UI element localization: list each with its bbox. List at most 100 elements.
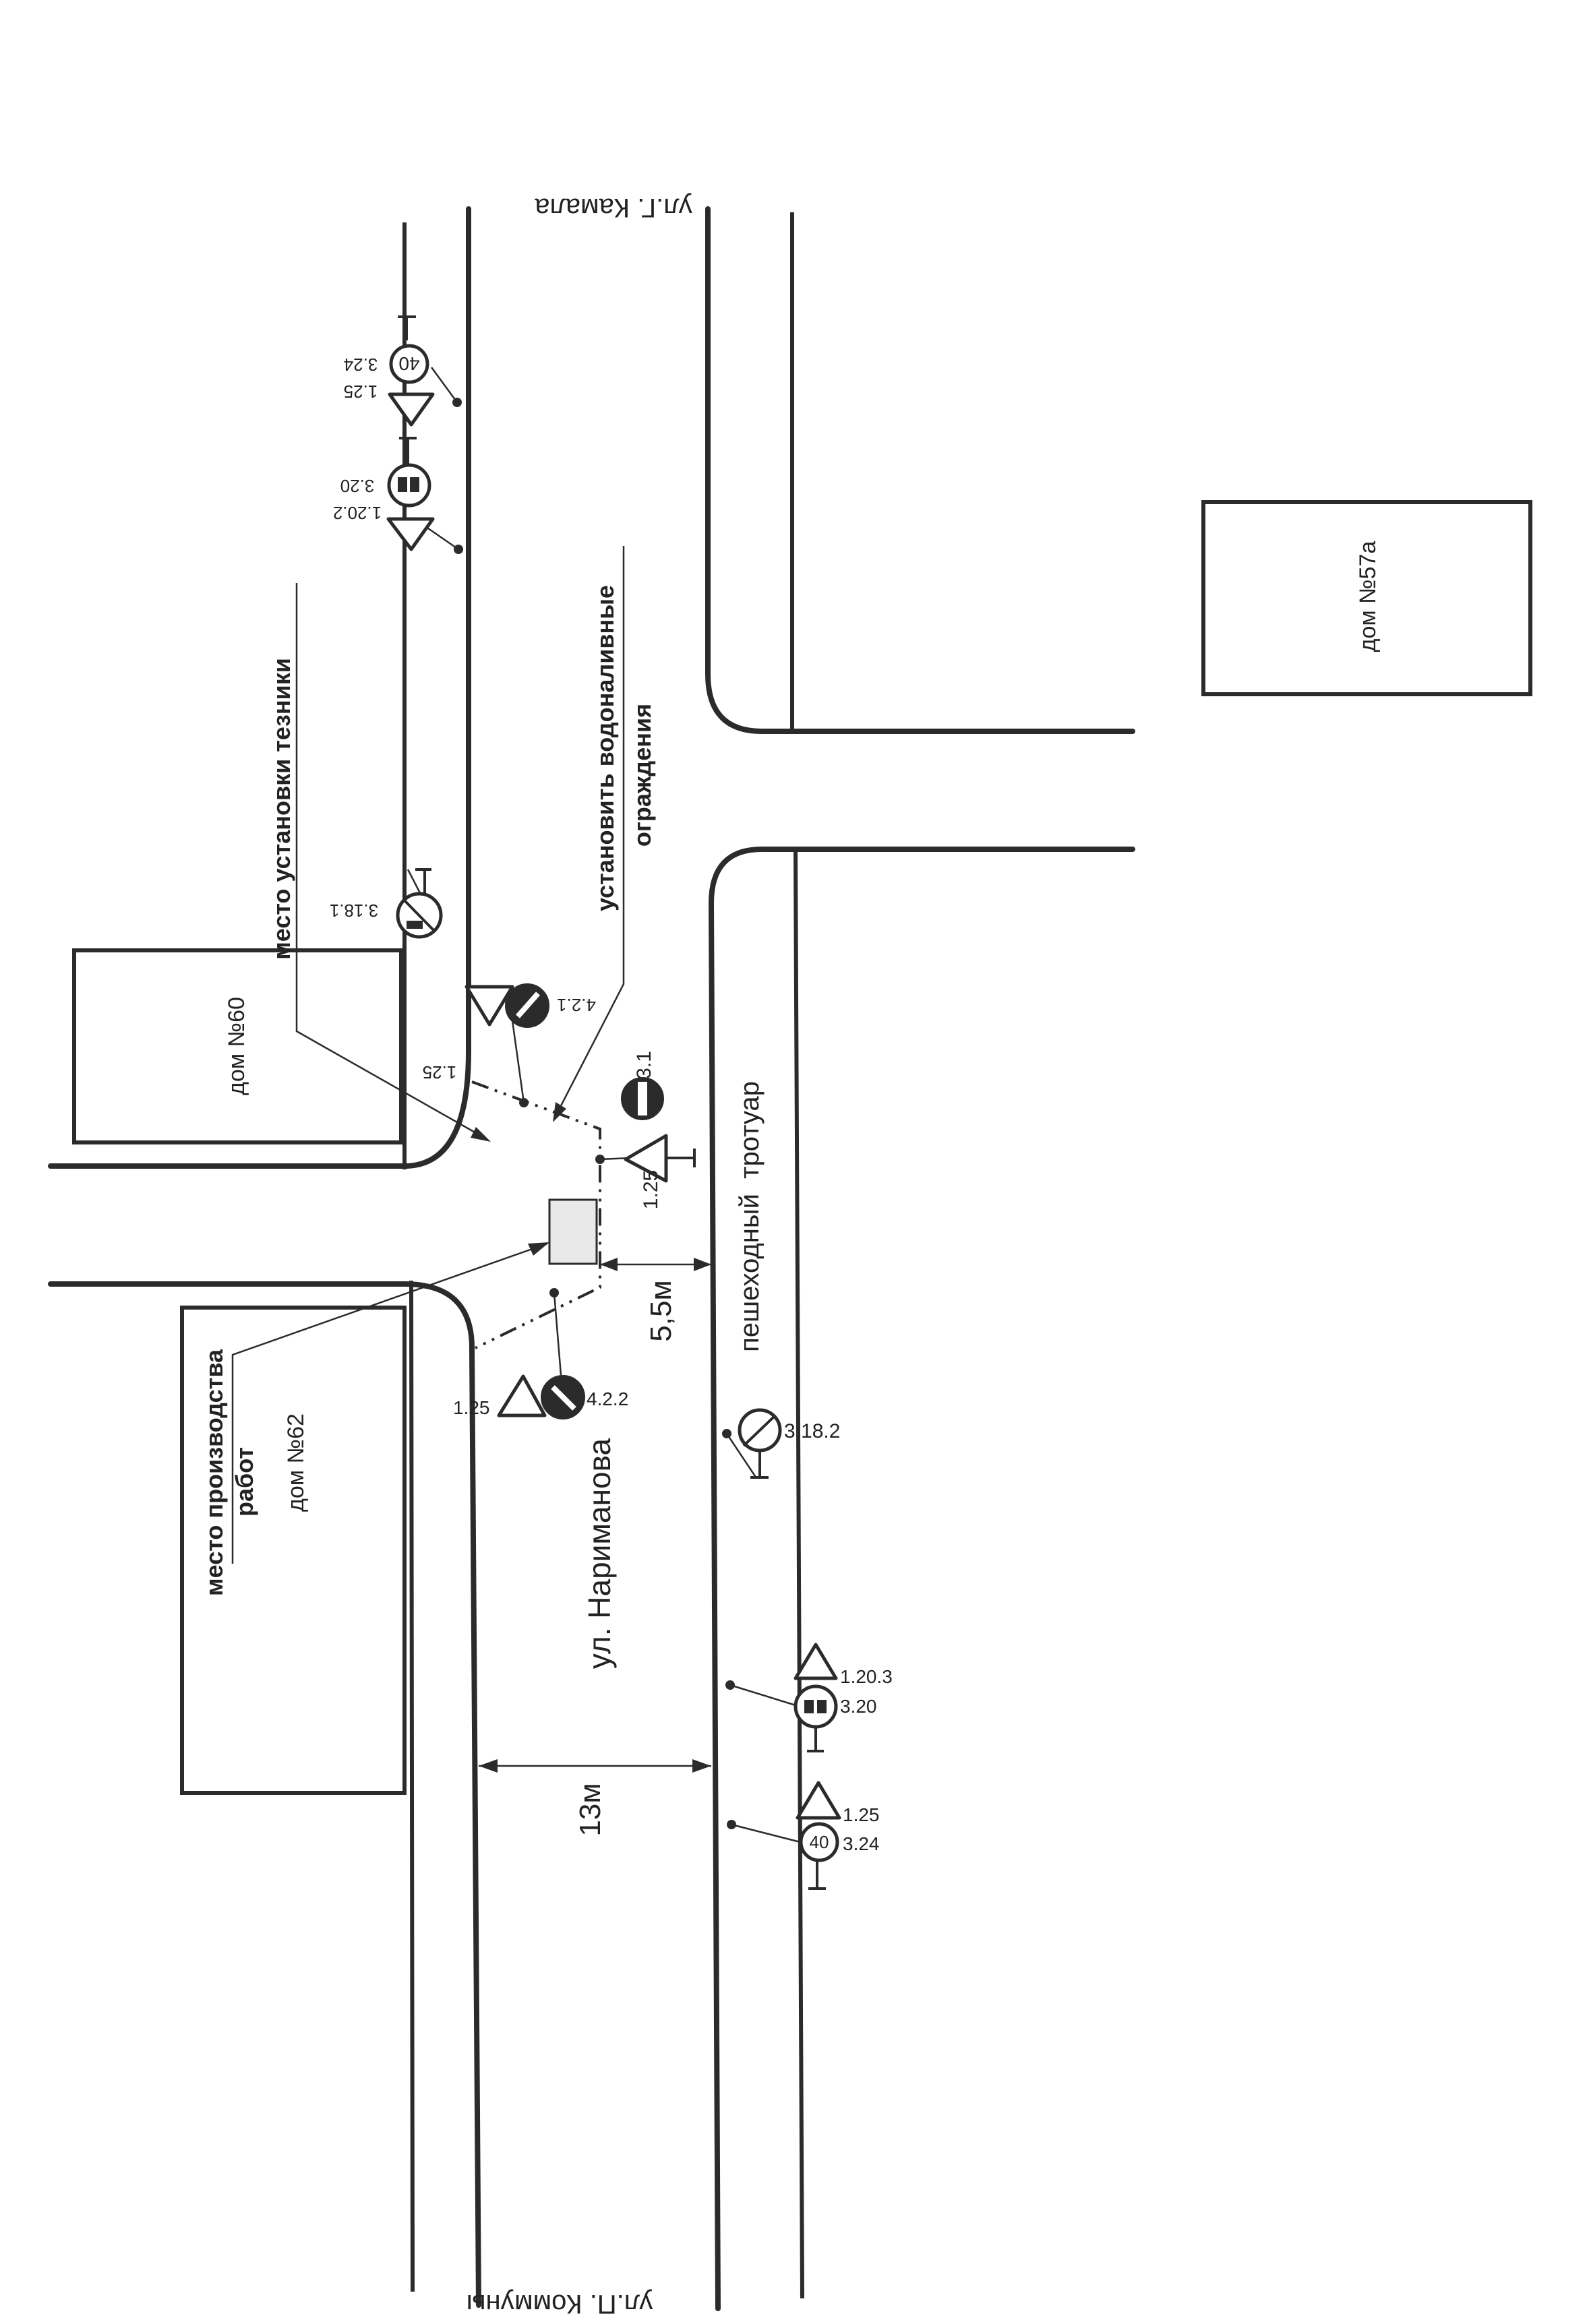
- sign-group-fence-corner: 3.1 1.25: [599, 1051, 696, 1209]
- sign-code: 1.25: [453, 1397, 490, 1418]
- road-signs: 40 3.24 1.25 3.20 1.20.2 3.18.1: [330, 315, 893, 1890]
- dimension-arrow: [692, 1759, 711, 1773]
- callout-leader-work-site: [231, 1242, 548, 1564]
- sign-leader: [430, 367, 458, 403]
- dimensions: 13м 5,5м: [479, 1258, 711, 1837]
- building-dom60-label: дом №60: [224, 997, 249, 1095]
- building-dom60: [72, 948, 403, 1144]
- sign-code: 3.18.1: [330, 900, 378, 921]
- sign-group-top-1: 40 3.24 1.25: [344, 315, 462, 427]
- car-glyph: [398, 477, 407, 492]
- sign-post: [399, 437, 417, 465]
- work-zone-area: [548, 1198, 598, 1265]
- water-barrier-fence: [471, 1080, 601, 1349]
- sign-code: 3.20: [840, 1696, 877, 1717]
- building-dom57a-label: дом №57а: [1355, 541, 1381, 652]
- sign-code: 1.20.3: [840, 1666, 893, 1687]
- sign-code: 1.25: [423, 1062, 457, 1082]
- road-edge-right-upper: [705, 206, 1135, 734]
- car-glyph: [410, 477, 419, 492]
- sign-post: [750, 1450, 769, 1479]
- callout-arrow: [528, 1242, 549, 1256]
- callout-work-site-line2: работ: [231, 1447, 258, 1517]
- sign-leader: [510, 1010, 525, 1103]
- no-overtaking-icon: [794, 1684, 838, 1729]
- sidewalk-line-right-lower: [794, 850, 804, 2299]
- sign-post: [398, 315, 416, 340]
- dimension-label-5-5m: 5,5м: [645, 1280, 678, 1341]
- dimension-label-13m: 13м: [574, 1783, 607, 1836]
- dimension-arrow: [479, 1759, 498, 1773]
- no-entry-bar: [638, 1082, 647, 1115]
- callout-leader-barriers: [553, 546, 625, 1120]
- prohibition-slash: [742, 1414, 777, 1447]
- sign-code: 1.20.2: [333, 503, 382, 523]
- prohibition-slash: [403, 899, 436, 933]
- roads: [48, 206, 1135, 2311]
- road-edge-left-upper: [48, 206, 471, 1169]
- sign-group-lower-fence: 4.2.2 1.25: [453, 1292, 628, 1419]
- speed-limit-value: 40: [810, 1832, 829, 1852]
- sign-code: 1.25: [344, 381, 378, 402]
- sidewalk-line-left-lower: [409, 1280, 415, 2292]
- callout-arrow: [471, 1127, 491, 1142]
- street-label-kamala: ул.Г. Камала: [535, 193, 692, 222]
- car-glyph: [817, 1700, 827, 1713]
- keep-direction-arrow: [551, 1385, 576, 1411]
- road-works-icon: [465, 985, 514, 1027]
- road-narrows-icon: [386, 517, 435, 551]
- sign-code: 1.25: [640, 1170, 662, 1209]
- sign-leader: [553, 1292, 562, 1376]
- work-zone: [471, 1080, 605, 1349]
- sidewalk-label: пешеходный тротуар: [735, 1081, 765, 1352]
- sign-post: [666, 1149, 696, 1167]
- road-edge-right-lower: [708, 847, 1135, 2311]
- no-overtaking-icon: [387, 463, 431, 508]
- buildings: дом №60 дом №62 дом №57а: [72, 500, 1532, 1795]
- sign-code: 3.1: [633, 1051, 655, 1079]
- turn-arrow-glyph: [407, 921, 423, 929]
- building-dom57a: [1201, 500, 1532, 696]
- sign-group-bottom-2: 40 1.25 3.24: [727, 1781, 880, 1890]
- speed-limit-40-icon: [799, 1822, 839, 1862]
- callout-barriers-line2: ограждения: [628, 704, 656, 847]
- sign-leader: [731, 1823, 801, 1843]
- sign-code: 3.20: [340, 476, 375, 496]
- speed-limit-40-icon: [389, 344, 429, 384]
- callout-arrow: [553, 1102, 566, 1122]
- callouts: место производства работ место установки…: [200, 546, 656, 1596]
- sign-post: [807, 1727, 824, 1752]
- callout-equipment-site: место установки тезники: [268, 658, 295, 960]
- sign-code: 3.24: [843, 1833, 880, 1854]
- sign-code: 4.2.1: [557, 995, 596, 1015]
- road-narrows-icon: [794, 1643, 838, 1680]
- sign-code: 3.18.2: [784, 1420, 840, 1442]
- road-edge-left-lower: [48, 1281, 481, 2308]
- dimension-arrow: [600, 1258, 618, 1271]
- sign-anchor-point: [452, 398, 462, 407]
- building-dom62-label: дом №62: [283, 1413, 309, 1512]
- sign-anchor-point: [454, 545, 463, 554]
- dimension-arrow: [694, 1258, 711, 1271]
- sign-code: 3.24: [344, 355, 378, 375]
- sign-leader: [725, 1433, 758, 1479]
- street-label-narimanova: ул. Нариманова: [582, 1438, 617, 1669]
- callout-work-site-line1: место производства: [200, 1349, 228, 1596]
- callout-barriers-line1: установить водоналивные: [591, 585, 619, 911]
- sign-group-top-2: 3.20 1.20.2: [333, 437, 463, 554]
- sign-group-upper-fence: 4.2.1 1.25: [423, 983, 596, 1103]
- sign-leader: [729, 1684, 796, 1707]
- sign-no-right-turn: 3.18.1: [330, 868, 443, 939]
- speed-limit-value: 40: [398, 353, 419, 374]
- sign-code: 1.25: [843, 1804, 880, 1825]
- street-labels: ул.Г. Камала ул.П. Коммуны ул. Нариманов…: [467, 193, 765, 2319]
- sign-no-left-turn: 3.18.2: [722, 1408, 840, 1479]
- road-works-icon: [796, 1781, 841, 1820]
- sign-group-bottom-1: 1.20.3 3.20: [725, 1643, 893, 1752]
- callout-leader-equipment: [295, 583, 487, 1140]
- sign-code: 4.2.2: [587, 1388, 628, 1409]
- keep-direction-arrow: [516, 991, 540, 1018]
- building-dom62: [180, 1306, 407, 1795]
- sign-post: [808, 1860, 826, 1890]
- car-glyph: [804, 1700, 814, 1713]
